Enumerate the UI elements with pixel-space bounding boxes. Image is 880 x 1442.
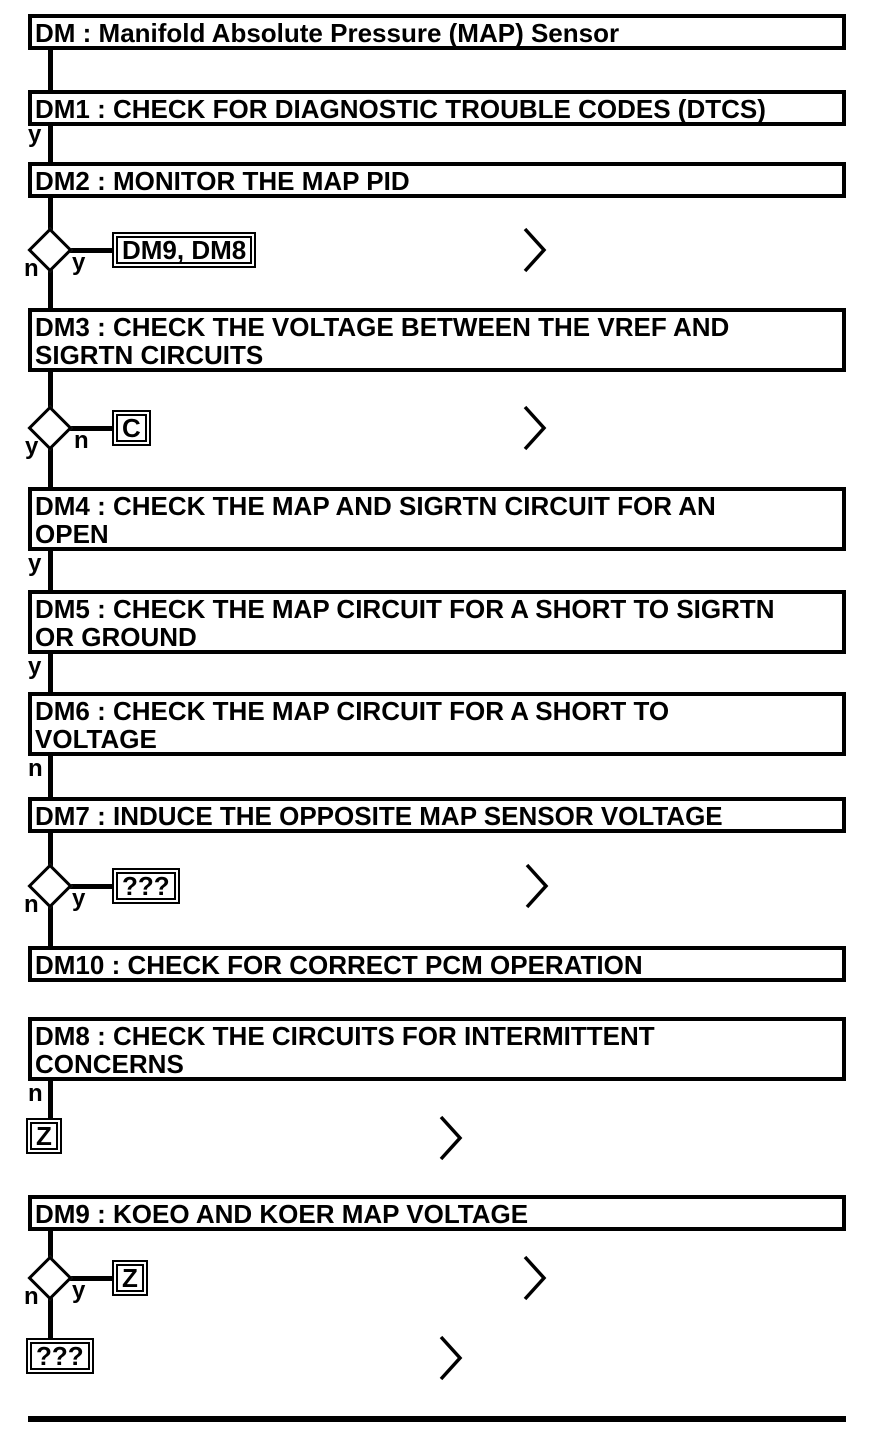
reference-box-unknown-dm7[interactable]: ???: [112, 868, 180, 904]
branch-label-no: n: [24, 891, 39, 918]
branch-label-no: n: [24, 1283, 39, 1310]
chevron-right-icon[interactable]: [438, 1334, 464, 1387]
step-box-dm7: DM7 : INDUCE THE OPPOSITE MAP SENSOR VOL…: [28, 797, 846, 833]
branch-label-yes: y: [28, 653, 42, 680]
connector-line: [48, 652, 53, 694]
chevron-right-icon[interactable]: [522, 404, 548, 457]
step-box-dm4: DM4 : CHECK THE MAP AND SIGRTN CIRCUIT F…: [28, 487, 846, 551]
reference-box-dm9-dm8[interactable]: DM9, DM8: [112, 232, 257, 268]
branch-label-no: n: [28, 1080, 43, 1107]
step-box-dm3: DM3 : CHECK THE VOLTAGE BETWEEN THE VREF…: [28, 308, 846, 372]
branch-label-yes: y: [25, 433, 39, 460]
branch-label-no: n: [28, 755, 43, 782]
step-box-dm8: DM8 : CHECK THE CIRCUITS FOR INTERMITTEN…: [28, 1017, 846, 1081]
connector-line: [48, 754, 53, 799]
step-box-dm9: DM9 : KOEO AND KOER MAP VOLTAGE: [28, 1195, 846, 1231]
bottom-divider: [28, 1416, 846, 1422]
step-box-dm10: DM10 : CHECK FOR CORRECT PCM OPERATION: [28, 946, 846, 982]
connector-line: [66, 1276, 114, 1281]
step-box-dm6: DM6 : CHECK THE MAP CIRCUIT FOR A SHORT …: [28, 692, 846, 756]
connector-line: [48, 124, 53, 164]
connector-line: [66, 248, 114, 253]
branch-label-yes: y: [28, 121, 42, 148]
step-box-dm2: DM2 : MONITOR THE MAP PID: [28, 162, 846, 198]
chevron-right-icon[interactable]: [524, 862, 550, 915]
reference-box-c[interactable]: C: [112, 410, 151, 446]
chevron-right-icon[interactable]: [438, 1114, 464, 1167]
reference-box-z-dm8[interactable]: Z: [26, 1118, 62, 1154]
reference-box-z-dm9[interactable]: Z: [112, 1260, 148, 1296]
chevron-right-icon[interactable]: [522, 1254, 548, 1307]
branch-label-yes: y: [72, 249, 86, 276]
branch-label-no: n: [74, 427, 89, 454]
connector-line: [66, 884, 114, 889]
step-box-dm5: DM5 : CHECK THE MAP CIRCUIT FOR A SHORT …: [28, 590, 846, 654]
connector-line: [66, 426, 114, 431]
reference-box-unknown-dm9[interactable]: ???: [26, 1338, 94, 1374]
branch-label-yes: y: [72, 885, 86, 912]
chevron-right-icon[interactable]: [522, 226, 548, 279]
step-box-dm1: DM1 : CHECK FOR DIAGNOSTIC TROUBLE CODES…: [28, 90, 846, 126]
branch-label-no: n: [24, 255, 39, 282]
connector-line: [48, 1079, 53, 1122]
pinpoint-test-title: DM : Manifold Absolute Pressure (MAP) Se…: [28, 14, 846, 50]
connector-line: [48, 50, 53, 92]
branch-label-yes: y: [72, 1277, 86, 1304]
connector-line: [48, 549, 53, 592]
branch-label-yes: y: [28, 550, 42, 577]
